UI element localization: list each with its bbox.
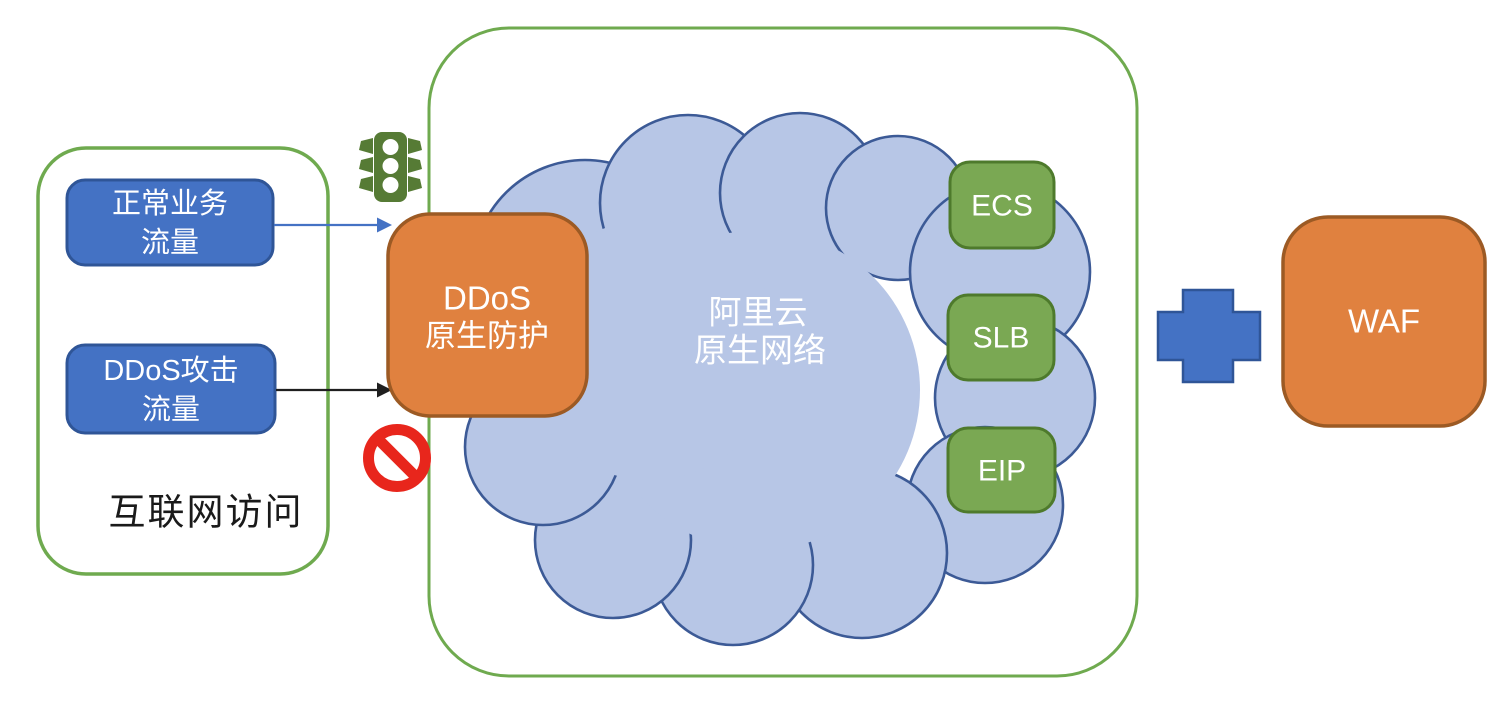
normal-traffic-box [65,178,275,267]
waf-box [1281,215,1487,428]
ddos-protection-box [386,212,589,418]
attack-traffic-box [65,343,277,435]
traffic-light-icon [359,132,422,202]
ddos-protection-label-line2: 原生防护 [425,319,549,354]
plus-icon [1156,288,1262,384]
service-label-eip: EIP [978,455,1026,488]
service-box-eip [946,426,1057,514]
waf-label: WAF [1348,303,1420,340]
service-box-slb [946,293,1056,382]
normal-traffic-label-line1: 正常业务 [112,187,228,220]
cloud-label-line1: 阿里云 [709,294,808,331]
ddos-protection-label-line1: DDoS [443,280,531,317]
attack-traffic-label-line2: 流量 [142,393,200,426]
service-label-slb: SLB [973,322,1030,355]
service-label-ecs: ECS [971,190,1033,223]
service-box-ecs [948,160,1056,250]
internet-zone-label: 互联网访问 [109,492,304,533]
normal-traffic-arrow [274,217,392,233]
normal-traffic-label-line2: 流量 [141,226,199,259]
no-entry-icon [363,424,431,492]
cloud-label-line2: 原生网络 [694,332,826,369]
attack-traffic-arrow [276,382,392,398]
attack-traffic-label-line1: DDoS攻击 [103,354,238,387]
